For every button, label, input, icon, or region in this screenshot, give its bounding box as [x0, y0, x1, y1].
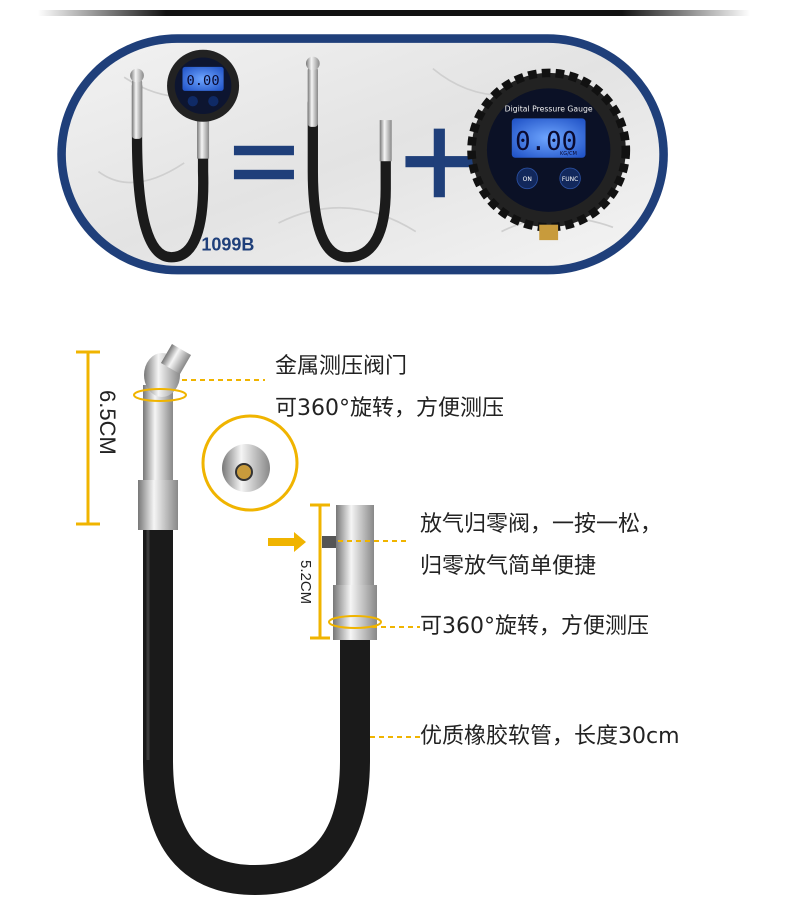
product-banner: 0.00 1099B Digital Pressure Gauge 0.00 K…	[57, 34, 668, 275]
callout-lines	[182, 379, 420, 738]
callout-rotate-head: 可360°旋转，方便测压	[275, 396, 504, 421]
callout-rotate-tail: 可360°旋转，方便测压	[420, 614, 649, 639]
callout-deflate-easy: 归零放气简单便捷	[420, 554, 597, 579]
head-height-dimension: 6.5CM	[95, 390, 120, 455]
hose-part	[305, 56, 392, 263]
svg-text:KG/CM: KG/CM	[560, 151, 577, 157]
callout-metal-valve: 金属测压阀门	[275, 354, 408, 379]
assembled-gauge: 0.00	[130, 49, 240, 263]
digital-gauge: Digital Pressure Gauge 0.00 KG/CM ON FUN…	[467, 68, 631, 241]
top-divider	[38, 10, 750, 16]
svg-text:ON: ON	[523, 176, 532, 183]
model-label: 1099B	[201, 234, 254, 254]
callout-hose: 优质橡胶软管，长度30cm	[420, 724, 680, 749]
callout-deflate-valve: 放气归零阀，一按一松，	[420, 512, 663, 537]
equals-sign	[233, 145, 294, 156]
valve-height-dimension: 5.2CM	[297, 560, 314, 605]
svg-text:0.00: 0.00	[515, 127, 577, 157]
svg-text:Digital Pressure Gauge: Digital Pressure Gauge	[505, 104, 593, 113]
svg-text:FUNC: FUNC	[562, 176, 579, 183]
dimension-lines	[76, 350, 330, 640]
arrow-icon	[268, 532, 306, 552]
svg-text:0.00: 0.00	[187, 73, 220, 89]
